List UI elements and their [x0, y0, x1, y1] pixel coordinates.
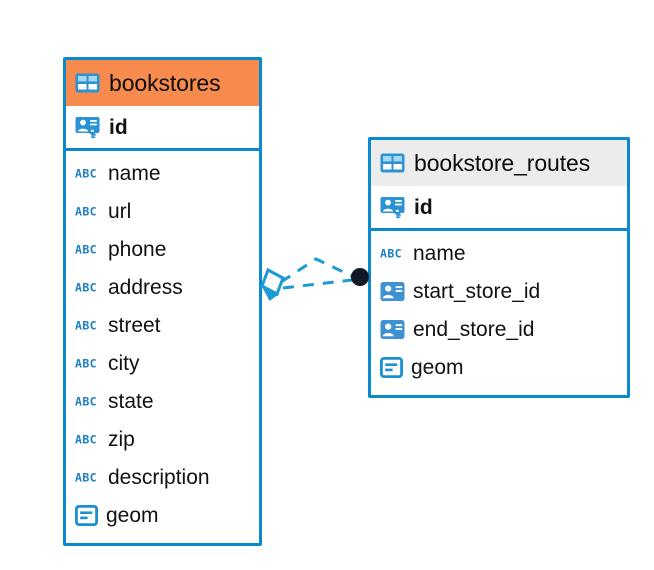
field-row[interactable]: ABC city: [66, 344, 259, 382]
text-type-icon: ABC: [75, 433, 100, 446]
svg-text:ABC: ABC: [75, 433, 97, 446]
field-row[interactable]: ABC address: [66, 268, 259, 306]
field-label: name: [413, 241, 466, 265]
field-row[interactable]: ABC phone: [66, 230, 259, 268]
field-label: zip: [108, 427, 135, 451]
text-type-icon: ABC: [75, 167, 100, 180]
field-row[interactable]: ABC zip: [66, 420, 259, 458]
text-type-icon: ABC: [75, 471, 100, 484]
entity-header-bookstores[interactable]: bookstores: [66, 60, 259, 106]
foreign-key-icon: [380, 319, 405, 340]
primary-key-icon: [380, 196, 405, 219]
field-label: address: [108, 275, 183, 299]
svg-text:ABC: ABC: [75, 167, 97, 180]
primary-key-label: id: [414, 195, 433, 219]
table-icon: [75, 73, 100, 93]
field-label: state: [108, 389, 154, 413]
svg-text:ABC: ABC: [75, 281, 97, 294]
field-label: name: [108, 161, 161, 185]
diamond-marker: [260, 267, 285, 301]
entity-header-bookstore-routes[interactable]: bookstore_routes: [371, 140, 627, 186]
svg-text:ABC: ABC: [75, 471, 97, 484]
field-row[interactable]: end_store_id: [371, 310, 627, 348]
filled-circle-marker: [351, 268, 369, 286]
geometry-type-icon: [75, 504, 98, 526]
primary-key-icon: [75, 116, 100, 139]
primary-key-row[interactable]: id: [371, 186, 627, 231]
field-label: city: [108, 351, 140, 375]
field-label: end_store_id: [413, 317, 535, 341]
entity-title-label: bookstores: [109, 69, 221, 96]
text-type-icon: ABC: [75, 243, 100, 256]
field-row[interactable]: geom: [66, 496, 259, 534]
field-label: phone: [108, 237, 167, 261]
primary-key-label: id: [109, 115, 128, 139]
text-type-icon: ABC: [75, 395, 100, 408]
relationship-line: [280, 257, 353, 290]
svg-text:ABC: ABC: [380, 247, 402, 260]
field-label: street: [108, 313, 161, 337]
field-label: geom: [106, 503, 159, 527]
text-type-icon: ABC: [75, 205, 100, 218]
svg-text:ABC: ABC: [75, 357, 97, 370]
field-label: geom: [411, 355, 464, 379]
field-row[interactable]: ABC description: [66, 458, 259, 496]
entity-table-bookstore-routes[interactable]: bookstore_routes id: [368, 137, 630, 398]
geometry-type-icon: [380, 356, 403, 378]
text-type-icon: ABC: [380, 247, 405, 260]
primary-key-row[interactable]: id: [66, 106, 259, 151]
field-label: description: [108, 465, 210, 489]
field-row[interactable]: ABC state: [66, 382, 259, 420]
field-row[interactable]: geom: [371, 348, 627, 386]
text-type-icon: ABC: [75, 319, 100, 332]
table-icon: [380, 153, 405, 173]
svg-text:ABC: ABC: [75, 243, 97, 256]
text-type-icon: ABC: [75, 357, 100, 370]
foreign-key-icon: [380, 281, 405, 302]
field-label: url: [108, 199, 132, 223]
svg-text:ABC: ABC: [75, 319, 97, 332]
svg-text:ABC: ABC: [75, 205, 97, 218]
text-type-icon: ABC: [75, 281, 100, 294]
field-row[interactable]: ABC street: [66, 306, 259, 344]
field-label: start_store_id: [413, 279, 541, 303]
field-row[interactable]: ABC url: [66, 192, 259, 230]
field-row[interactable]: ABC name: [66, 154, 259, 192]
field-row[interactable]: start_store_id: [371, 272, 627, 310]
svg-text:ABC: ABC: [75, 395, 97, 408]
field-row[interactable]: ABC name: [371, 234, 627, 272]
entity-title-label: bookstore_routes: [414, 149, 591, 176]
